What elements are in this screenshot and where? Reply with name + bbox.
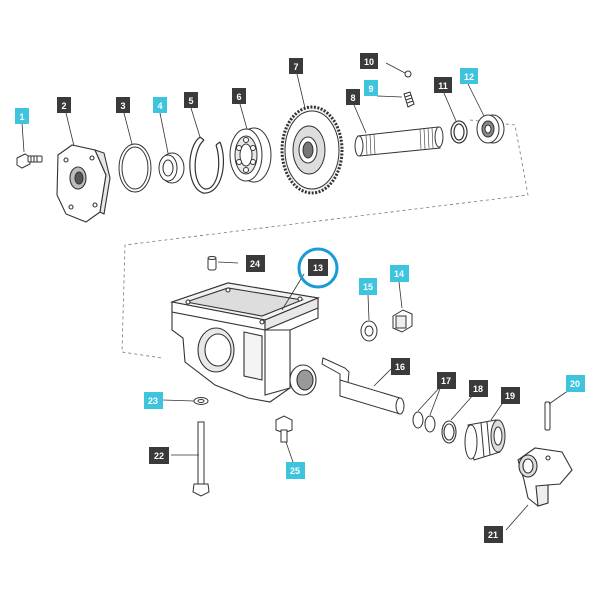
svg-text:17: 17 bbox=[441, 376, 451, 386]
part-12-bearing bbox=[476, 114, 505, 144]
part-9-pin bbox=[403, 91, 415, 108]
part-17-o-rings bbox=[412, 411, 436, 433]
svg-text:5: 5 bbox=[188, 96, 193, 106]
callout-18: 18 bbox=[469, 380, 488, 397]
svg-text:13: 13 bbox=[313, 263, 323, 273]
svg-text:12: 12 bbox=[464, 72, 474, 82]
part-3-o-ring bbox=[118, 143, 152, 193]
svg-text:6: 6 bbox=[236, 92, 241, 102]
svg-text:11: 11 bbox=[438, 81, 448, 91]
svg-text:9: 9 bbox=[368, 84, 373, 94]
part-11-circlip bbox=[450, 120, 468, 144]
callout-2: 2 bbox=[57, 97, 71, 113]
part-22-long-bolt bbox=[192, 421, 210, 497]
svg-text:4: 4 bbox=[157, 101, 162, 111]
callout-16: 16 bbox=[391, 358, 410, 375]
svg-text:2: 2 bbox=[61, 101, 66, 111]
svg-text:16: 16 bbox=[395, 362, 405, 372]
dashed-guide-lines bbox=[121, 119, 529, 359]
callout-4: 4 bbox=[153, 97, 167, 113]
part-19-bushing bbox=[464, 419, 506, 461]
callout-23: 23 bbox=[144, 392, 163, 409]
svg-text:21: 21 bbox=[488, 530, 498, 540]
part-6-bearing bbox=[229, 127, 272, 183]
callout-8: 8 bbox=[346, 89, 360, 105]
callout-9: 9 bbox=[364, 80, 378, 96]
callout-12: 12 bbox=[460, 68, 478, 84]
svg-text:20: 20 bbox=[570, 379, 580, 389]
callout-11: 11 bbox=[434, 77, 452, 93]
part-18-seal bbox=[441, 420, 457, 444]
svg-text:25: 25 bbox=[290, 466, 300, 476]
part-25-bolt bbox=[275, 415, 293, 443]
svg-text:3: 3 bbox=[120, 101, 125, 111]
part-20-pin bbox=[544, 401, 551, 431]
callout-19: 19 bbox=[501, 387, 520, 404]
svg-text:1: 1 bbox=[19, 112, 24, 122]
callout-3: 3 bbox=[116, 97, 130, 113]
svg-text:19: 19 bbox=[505, 391, 515, 401]
part-10-ball bbox=[404, 70, 412, 78]
svg-text:23: 23 bbox=[148, 396, 158, 406]
svg-text:22: 22 bbox=[154, 451, 164, 461]
svg-text:15: 15 bbox=[363, 282, 373, 292]
svg-text:14: 14 bbox=[394, 269, 404, 279]
callout-1: 1 bbox=[15, 108, 29, 124]
part-16-lever-shaft bbox=[321, 357, 405, 415]
callout-7: 7 bbox=[289, 58, 303, 74]
part-1-bolt bbox=[16, 153, 43, 169]
part-23-washer bbox=[193, 397, 209, 405]
svg-text:24: 24 bbox=[250, 259, 260, 269]
part-4-washer bbox=[158, 152, 185, 184]
callout-25: 25 bbox=[286, 462, 305, 479]
callout-20: 20 bbox=[566, 375, 585, 392]
callout-21: 21 bbox=[484, 526, 503, 543]
leader-lines bbox=[21, 62, 570, 531]
callout-5: 5 bbox=[184, 92, 198, 108]
svg-text:7: 7 bbox=[293, 62, 298, 72]
part-8-shaft bbox=[354, 126, 444, 157]
callout-14: 14 bbox=[390, 265, 409, 282]
part-21-fork-lever bbox=[517, 447, 573, 507]
svg-text:10: 10 bbox=[364, 57, 374, 67]
part-15-washer bbox=[360, 320, 378, 342]
part-14-plug bbox=[392, 309, 413, 333]
callout-22: 22 bbox=[149, 447, 169, 464]
svg-text:18: 18 bbox=[473, 384, 483, 394]
part-13-housing bbox=[169, 282, 320, 403]
part-7-gear bbox=[280, 105, 344, 195]
callout-13-highlighted: 13 bbox=[297, 247, 339, 289]
callout-17: 17 bbox=[437, 372, 456, 389]
part-24-dowel bbox=[207, 256, 217, 271]
callout-15: 15 bbox=[359, 278, 377, 295]
part-5-snap-ring bbox=[189, 136, 224, 194]
callout-6: 6 bbox=[232, 88, 246, 104]
callout-24: 24 bbox=[246, 255, 265, 272]
highlight-ring bbox=[297, 247, 339, 289]
svg-text:8: 8 bbox=[350, 93, 355, 103]
callout-10: 10 bbox=[360, 53, 378, 69]
part-2-cover-plate bbox=[56, 144, 111, 223]
